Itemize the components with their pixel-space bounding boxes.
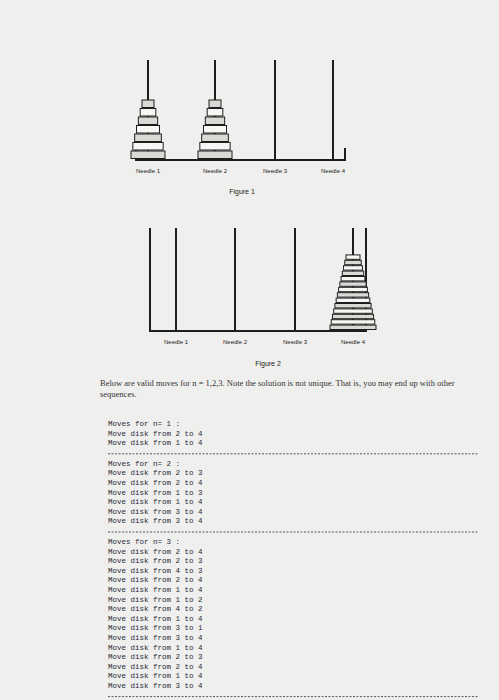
move-line: Move disk from 3 to 4 [108, 517, 203, 525]
separator [108, 696, 478, 697]
disk [140, 109, 156, 117]
move-line: Moves for n= 3 : [108, 538, 180, 546]
move-line: Move disk from 2 to 4 [108, 663, 203, 671]
disk [200, 143, 230, 151]
disk [341, 277, 365, 281]
needle [274, 60, 276, 160]
disk [344, 266, 363, 270]
move-line: Move disk from 2 to 3 [108, 653, 203, 661]
disk [137, 126, 160, 134]
move-line: Move disk from 2 to 4 [108, 548, 203, 556]
move-line: Move disk from 1 to 4 [108, 586, 203, 594]
needle-label: Needle 3 [263, 168, 287, 174]
disk [204, 126, 227, 134]
move-line: Move disk from 2 to 3 [108, 557, 203, 565]
figure-caption: Figure 2 [255, 360, 281, 367]
figure-caption: Figure 1 [229, 188, 255, 195]
disk [340, 282, 366, 286]
needle-label: Needle 1 [136, 168, 160, 174]
disk [198, 151, 232, 159]
move-line: Move disk from 1 to 4 [108, 672, 203, 680]
move-line: Move disk from 1 to 4 [108, 644, 203, 652]
separator [108, 532, 478, 533]
move-line: Move disk from 1 to 4 [108, 439, 203, 447]
separator [108, 453, 478, 454]
disk [332, 314, 373, 318]
move-line: Move disk from 2 to 4 [108, 479, 203, 487]
disk [131, 151, 165, 159]
move-line: Move disk from 4 to 3 [108, 567, 203, 575]
needle-base [136, 148, 345, 160]
needle-label: Needle 4 [321, 168, 345, 174]
note-text: Below are valid moves for n = 1,2,3. Not… [100, 378, 485, 400]
move-line: Move disk from 1 to 4 [108, 615, 203, 623]
disk [345, 260, 361, 264]
disk [330, 325, 376, 329]
disk [346, 255, 360, 259]
move-line: Move disk from 4 to 2 [108, 605, 203, 613]
move-line: Move disk from 3 to 1 [108, 624, 203, 632]
figure-1 [131, 60, 345, 160]
move-line: Move disk from 2 to 4 [108, 430, 203, 438]
figure-2 [150, 228, 376, 331]
disk [334, 309, 373, 313]
move-line: Move disk from 2 to 3 [108, 469, 203, 477]
move-line: Moves for n= 2 : [108, 460, 180, 468]
needle [234, 228, 236, 331]
move-line: Move disk from 1 to 3 [108, 489, 203, 497]
disk [335, 304, 371, 308]
needle-label: Needle 4 [341, 339, 365, 345]
needle-label: Needle 1 [164, 339, 188, 345]
disk [202, 134, 229, 142]
move-line: Move disk from 1 to 4 [108, 498, 203, 506]
disk [207, 109, 223, 117]
disk [339, 287, 368, 291]
disk [142, 100, 154, 108]
disk [336, 298, 370, 302]
disk [337, 293, 368, 297]
needle [175, 228, 177, 331]
needle-label: Needle 2 [203, 168, 227, 174]
move-line: Move disk from 1 to 2 [108, 596, 203, 604]
disk [209, 100, 221, 108]
needle [332, 60, 334, 160]
move-line: Move disk from 3 to 4 [108, 634, 203, 642]
disk [135, 134, 162, 142]
disk [342, 271, 363, 275]
disk [331, 320, 375, 324]
needle-label: Needle 3 [283, 339, 307, 345]
move-line: Move disk from 3 to 4 [108, 682, 203, 690]
move-line: Moves for n= 1 : [108, 420, 180, 428]
disk [205, 117, 224, 125]
move-line: Move disk from 2 to 4 [108, 576, 203, 584]
needle [294, 228, 296, 331]
disk [138, 117, 157, 125]
move-line: Move disk from 3 to 4 [108, 508, 203, 516]
disk [133, 143, 163, 151]
needle-label: Needle 2 [223, 339, 247, 345]
